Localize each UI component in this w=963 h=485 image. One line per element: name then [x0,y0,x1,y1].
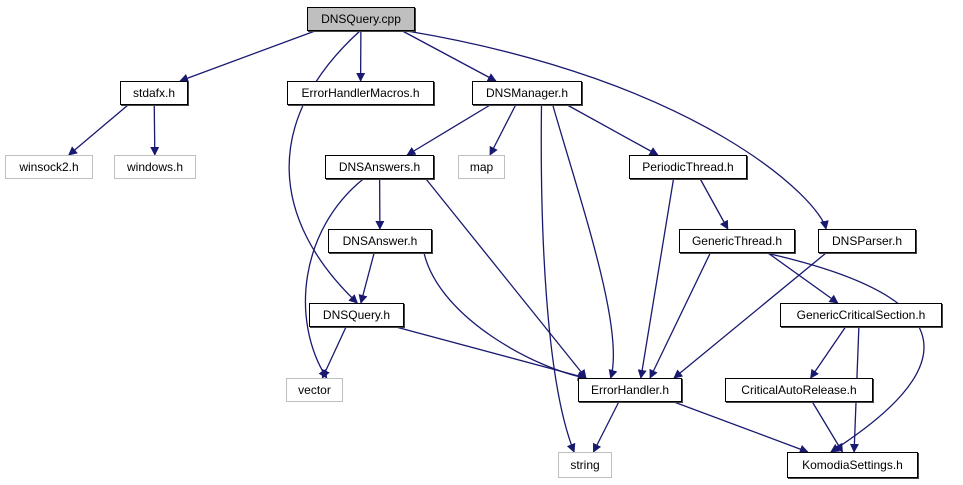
edge-genericthread-to-errorhandler [649,252,711,379]
edge-dnsquery_h-to-vector [321,326,347,379]
edge-dnsquery_cpp-to-dnsquery_h [288,30,361,304]
edge-dnsquery_cpp-to-dnsparser [406,30,829,230]
node-dnsanswers-h[interactable]: DNSAnswers.h [325,155,434,179]
edge-stdafx-to-winsock2 [68,104,129,156]
edge-dnsquery_cpp-to-stdafx [179,30,316,83]
edge-genericthread-to-genericcriticalsection [767,252,839,304]
node-dnsparser-h[interactable]: DNSParser.h [818,229,916,253]
edge-stdafx-to-windows [150,104,160,156]
node-dnsanswer-h[interactable]: DNSAnswer.h [328,229,432,253]
edge-dnsmanager-to-periodicthread [566,104,659,156]
edge-dnsmanager-to-map [489,104,517,156]
edge-genericcriticalsection-to-criticalautorelease [810,326,847,379]
edge-dnsmanager-to-errorhandler [552,104,618,379]
node-map[interactable]: map [458,155,505,179]
edge-criticalautorelease-to-komodiasettings [811,401,844,453]
node-winsock2-h[interactable]: winsock2.h [5,155,93,179]
edge-dnsmanager-to-dnsanswers [406,104,491,156]
edge-dnsanswer-to-errorhandler [423,252,587,382]
node-string[interactable]: string [558,452,612,478]
node-stdafx-h[interactable]: stdafx.h [120,81,188,105]
edge-errorhandler-to-komodiasettings [673,401,809,454]
edge-dnsquery_cpp-to-dnsmanager [402,30,497,82]
edge-dnsmanager-to-string [540,104,576,453]
edge-periodicthread-to-genericthread [699,178,729,230]
node-periodicthread-h[interactable]: PeriodicThread.h [629,155,747,179]
node-dnsquery-cpp[interactable]: DNSQuery.cpp [307,7,415,31]
edge-dnsquery_h-to-errorhandler [395,326,587,381]
edge-genericthread-to-komodiasettings [765,252,925,453]
node-dnsquery-h[interactable]: DNSQuery.h [309,303,404,327]
edge-dnsanswers-to-errorhandler [425,178,587,379]
node-criticalautorelease-h[interactable]: CriticalAutoRelease.h [725,378,873,402]
edge-dnsanswer-to-dnsquery_h [358,252,375,304]
node-komodiasettings-h[interactable]: KomodiaSettings.h [787,452,918,478]
node-windows-h[interactable]: windows.h [114,155,196,179]
node-dnsmanager-h[interactable]: DNSManager.h [472,81,582,105]
node-vector[interactable]: vector [286,378,343,402]
node-errorhandler-h[interactable]: ErrorHandler.h [578,378,682,402]
edge-dnsparser-to-errorhandler [673,252,827,379]
node-genericthread-h[interactable]: GenericThread.h [679,229,795,253]
node-genericcriticalsection-h[interactable]: GenericCriticalSection.h [780,303,942,327]
edge-errorhandler-to-string [592,401,620,453]
node-errorhandlermacros-h[interactable]: ErrorHandlerMacros.h [287,81,434,105]
edge-periodicthread-to-errorhandler [637,178,675,379]
edge-dnsanswers-to-vector [304,178,364,379]
